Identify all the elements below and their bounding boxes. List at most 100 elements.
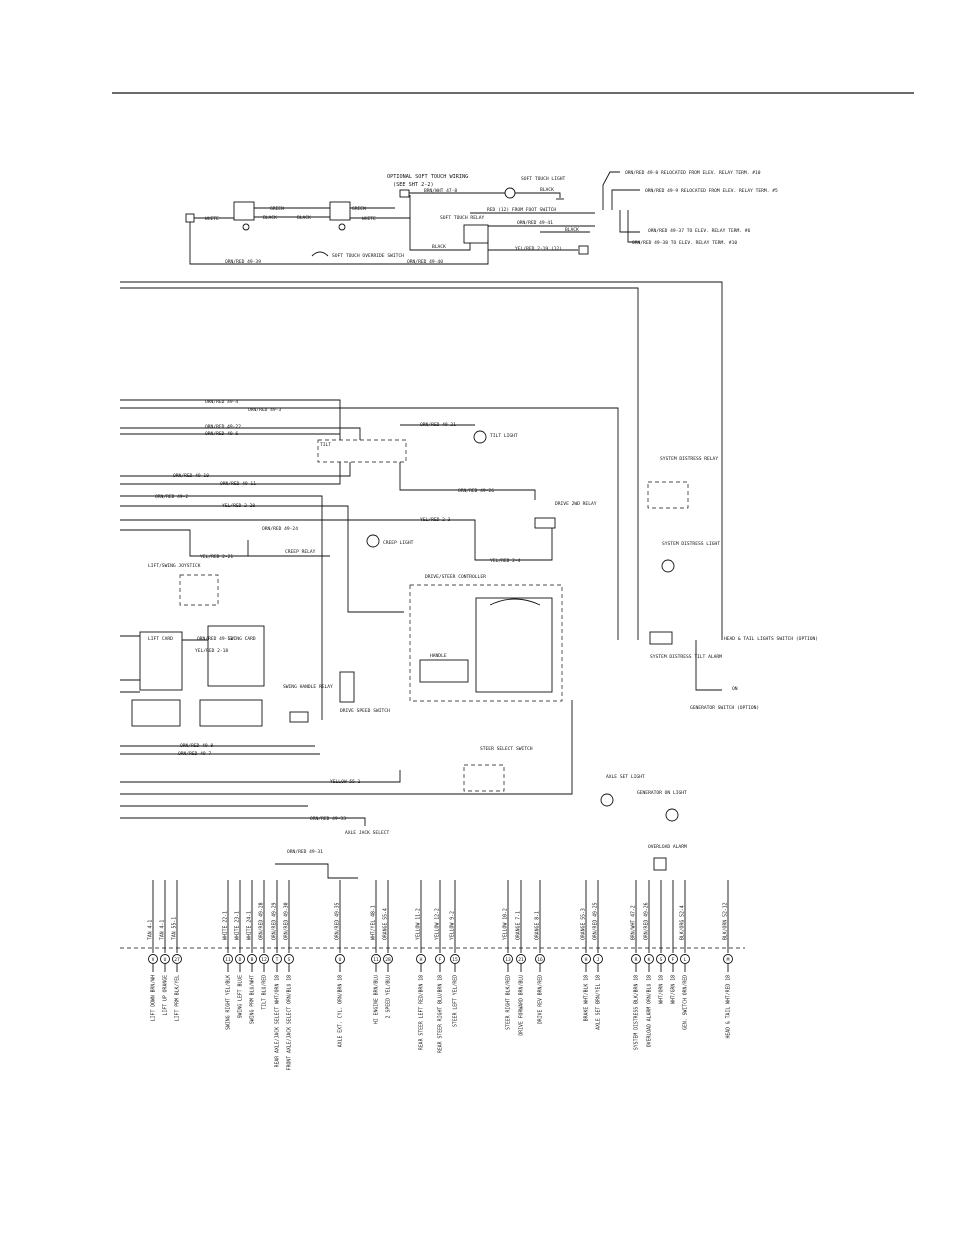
drive-steer-controller [409, 584, 563, 702]
terminal-pin-id: 21 [518, 957, 524, 963]
soft-touch-light-icon [504, 187, 516, 199]
terminal-wire-label: ORN/RED 49-28 [259, 902, 265, 940]
terminal-pin-id: F [439, 957, 442, 963]
terminal-pin-circle [172, 954, 182, 964]
wire-label: WHITE [362, 216, 376, 222]
lift-card [139, 631, 183, 691]
wire-label: BLACK [297, 215, 311, 221]
terminal-function-label: 2 SPEED YEL/BLU [386, 975, 392, 1018]
terminal-pin-id: 11 [373, 957, 379, 963]
terminal-pin-circle [668, 954, 678, 964]
terminal-wire-label: ORANGE 55-3 [581, 908, 587, 940]
terminal-pin-id: 12 [261, 957, 267, 963]
component-label: SWING CARD [228, 636, 256, 642]
terminal-wire-label: ORANGE 8-1 [535, 911, 541, 940]
terminal-pin-id: J [597, 957, 600, 963]
terminal-wire-label: YELLOW 9-2 [450, 911, 456, 940]
terminal-pin-id: S [288, 957, 291, 963]
wire-label: ORN/RED 49-4 [205, 399, 238, 405]
component-label: SOFT TOUCH RELAY [440, 215, 484, 221]
system-distress-alarm-icon [649, 631, 673, 645]
terminal-wire-label: ORN/RED 49-25 [593, 902, 599, 940]
wire-label: YEL/RED 2-20 [222, 503, 255, 509]
terminal-wire-label: ORANGE 55-4 [383, 908, 389, 940]
terminal-function-label: SWING PRM BLU/WHT [250, 975, 256, 1024]
terminal-pin-id: R [635, 957, 638, 963]
terminal-function-label: SWING RIGHT YEL/BLK [226, 975, 232, 1030]
wire-label: ORN/RED 49-39 [225, 259, 261, 265]
terminal-function-label: STEER RIGHT BLK/RED [506, 975, 512, 1030]
wire-label: ORN/RED 49-26 [458, 488, 494, 494]
terminal-pin-circle [450, 954, 460, 964]
wire-label: ORN/RED 49-21 [420, 422, 456, 428]
terminal-function-label: SWING LEFT BLUE [238, 975, 244, 1018]
wire-label: YEL/RED 2-18 [195, 648, 228, 654]
note-text: ORN/RED 49-37 TO ELEV. RELAY TERM. #6 [648, 228, 751, 234]
terminal-pin-id: H [585, 957, 588, 963]
terminal-wire-label: YELLOW 10-2 [503, 908, 509, 940]
terminal-function-label: STEER LEFT YEL/RED [453, 975, 459, 1027]
wire-label: BLACK [540, 187, 554, 193]
terminal-pin-id: M [727, 957, 730, 963]
terminal-pin-circle [656, 954, 666, 964]
terminal-wire-label: YELLOW 11-2 [416, 908, 422, 940]
creep-light-icon [366, 534, 380, 548]
terminal-wire-label: ORN/RED 49-29 [272, 902, 278, 940]
drive-speed-switch [339, 671, 355, 703]
terminal-wire-label: ORN/RED 49-35 [335, 902, 341, 940]
terminal-pin-circle [259, 954, 269, 964]
wire-label: ORN/RED 49-41 [517, 220, 553, 226]
component-label: GENERATOR ON LIGHT [637, 790, 687, 796]
terminal-pin-circle [335, 954, 345, 964]
terminal-pin-circle [148, 954, 158, 964]
wire-label: ORN/RED 49-33 [310, 816, 346, 822]
component-label: AXLE SET LIGHT [606, 774, 645, 780]
swing-handle-relay [289, 711, 309, 723]
terminal-function-label: LIFT PRM BLK/YEL [175, 975, 181, 1021]
component-label: DRIVE 2WD RELAY [555, 501, 597, 507]
component-label: STEER SELECT SWITCH [480, 746, 533, 752]
soft-touch-section: OPTIONAL SOFT TOUCH WIRING (SEE SHT 2-2)… [185, 170, 778, 265]
terminal-pin-id: 28 [385, 957, 391, 963]
wire-label: YEL/RED 2-3 [420, 517, 451, 523]
component-label: SYSTEM DISTRESS RELAY [660, 456, 718, 462]
component-label: HANDLE [430, 653, 447, 659]
terminal-function-label: FRONT AXLE/JACK SELECT ORN/BLU 18 [287, 975, 293, 1070]
note-text: ORN/RED 49-38 TO ELEV. RELAY TERM. #10 [632, 240, 737, 246]
terminal-pin-id: U [164, 957, 167, 963]
component-label: TILT LIGHT [490, 433, 518, 439]
component-label: TILT [320, 442, 331, 448]
wire-label: BRN/WHT 47-8 [424, 188, 457, 194]
terminal-pin-circle [371, 954, 381, 964]
wire-label: ORN/RED 49-11 [220, 481, 256, 487]
terminal-function-label: OVERLOAD ALARM ORN/BLU 18 [647, 975, 653, 1047]
wire-label: ORN/RED 49-8 [180, 743, 213, 749]
terminal-pin-id: F [672, 957, 675, 963]
terminal-wire-label: TAN 4-1 [148, 920, 154, 940]
terminal-pin-circle [435, 954, 445, 964]
component-label: CREEP RELAY [285, 549, 316, 555]
terminal-function-label: SYSTEM DISTRESS BLK/BRN 18 [634, 975, 640, 1050]
terminal-function-label: HI ENGINE BRN/BLU [374, 975, 380, 1024]
terminal-pin-circle [272, 954, 282, 964]
soft-touch-relay [463, 224, 489, 244]
axle-set-light-icon [600, 793, 614, 807]
lift-swing-joystick [179, 574, 219, 606]
terminal-pin-circle [631, 954, 641, 964]
terminal-pin-circle [160, 954, 170, 964]
wire-label: GREEN [352, 206, 366, 212]
terminal-pin-circle [235, 954, 245, 964]
terminal-function-label: REAR AXLE/JACK SELECT WHT/ORN 18 [275, 975, 281, 1068]
system-distress-light-icon [661, 559, 675, 573]
wire-label: BLACK [432, 244, 446, 250]
component-label: CREEP LIGHT [383, 540, 414, 546]
terminal-pin-circle [383, 954, 393, 964]
